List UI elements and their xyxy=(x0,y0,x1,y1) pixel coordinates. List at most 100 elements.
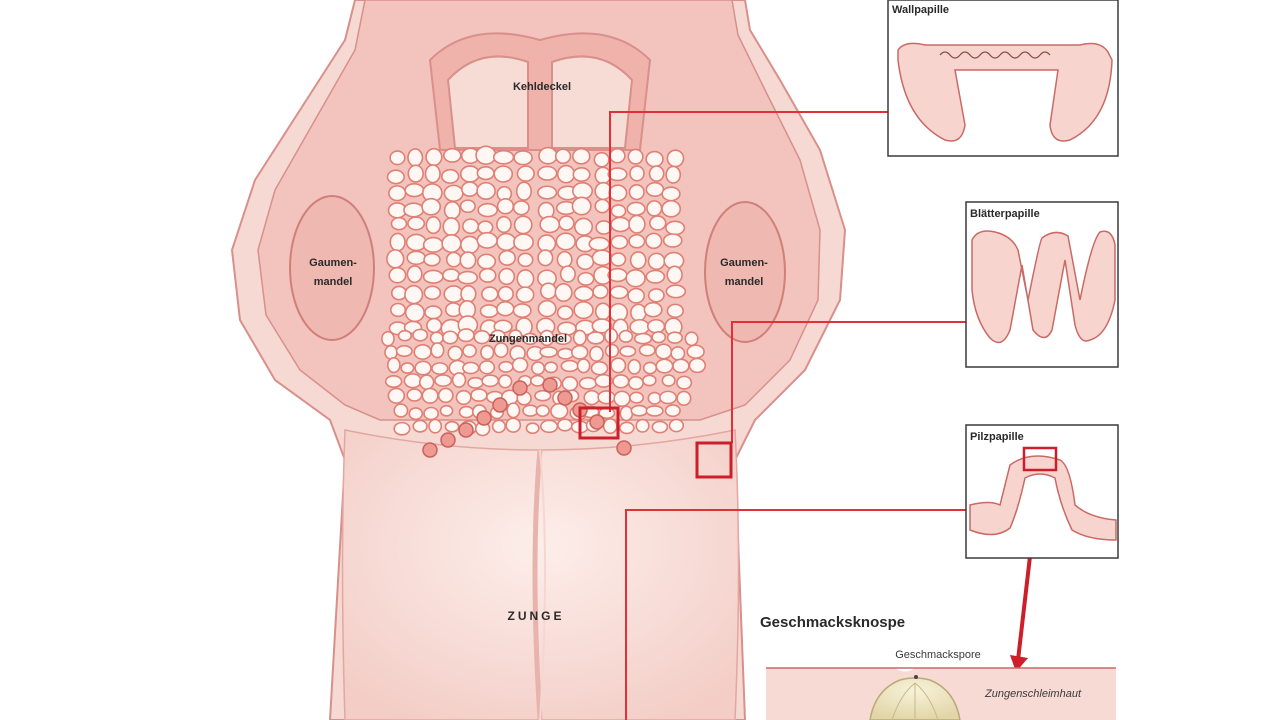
tonsil-cell xyxy=(389,232,406,252)
tonsil-cell xyxy=(437,387,454,404)
tonsil-cell xyxy=(609,285,629,300)
label-tonsil-right-line2: mandel xyxy=(725,276,764,288)
tonsil-cell xyxy=(459,199,476,214)
tonsil-cell xyxy=(572,329,587,346)
tonsil-cell xyxy=(555,232,577,251)
tonsil-cell xyxy=(628,184,645,201)
tonsil-cell xyxy=(664,404,681,418)
tonsil-cell xyxy=(594,198,611,214)
tonsil-cell xyxy=(612,374,630,389)
tonsil-cell xyxy=(470,388,488,402)
tonsil-cell xyxy=(627,375,644,391)
tonsil-cell xyxy=(628,214,646,234)
epiglottis xyxy=(428,32,652,151)
tonsil-cell xyxy=(534,389,552,402)
tonsil-cell xyxy=(457,270,478,285)
tonsil-cell xyxy=(604,327,619,344)
tonsil-cell xyxy=(645,181,665,197)
tonsil-cell xyxy=(384,345,398,360)
tonsil-cell xyxy=(400,362,415,374)
tonsil-cell xyxy=(655,358,674,374)
tonsil-cell xyxy=(439,404,454,417)
tonsil-cell xyxy=(647,288,665,303)
tonsil-cell xyxy=(423,285,442,301)
tonsil-cell xyxy=(389,150,406,166)
tonsil-cell xyxy=(610,234,629,250)
tonsil-cell xyxy=(537,185,558,200)
tonsil-cell xyxy=(589,345,604,362)
tonsil-cell xyxy=(496,215,512,234)
tonsil-cell xyxy=(630,303,647,322)
tonsil-cell xyxy=(651,420,669,434)
tonsil-cell xyxy=(610,357,627,374)
tonsil-cell xyxy=(661,199,682,218)
tonsil-cell xyxy=(646,200,663,217)
tonsil-cell xyxy=(388,266,407,284)
panel-fungiform xyxy=(965,424,1119,559)
tonsil-cell xyxy=(406,388,423,402)
tonsil-cell xyxy=(384,375,403,389)
tonsil-cell xyxy=(629,165,645,182)
tonsil-cell xyxy=(586,331,605,345)
tonsil-cell xyxy=(535,404,550,418)
label-tonsil-right-line1: Gaumen- xyxy=(720,257,768,269)
tonsil-cell xyxy=(556,305,574,320)
tonsil-cell xyxy=(577,271,595,286)
label-circumvallate: Wallpapille xyxy=(892,4,949,16)
tonsil-cell xyxy=(608,184,628,202)
tonsil-cell xyxy=(662,233,683,248)
label-tonsil-left-line1: Gaumen- xyxy=(309,257,357,269)
tonsil-cell xyxy=(571,196,592,216)
tonsil-cell xyxy=(670,346,686,361)
label-taste-bud: Geschmacksknospe xyxy=(760,614,905,631)
tonsil-cell xyxy=(393,403,409,418)
foliate-marker xyxy=(695,441,733,479)
tonsil-cell xyxy=(672,358,690,374)
tonsil-cell xyxy=(481,286,499,302)
tonsil-cell xyxy=(642,361,658,375)
tonsil-cell xyxy=(633,332,653,345)
tonsil-cell xyxy=(666,149,685,168)
tonsil-cell xyxy=(423,252,441,267)
tonsil-cell xyxy=(491,419,506,434)
tonsil-cell xyxy=(629,318,650,336)
tonsil-cell xyxy=(573,217,594,236)
circumvallate-papilla xyxy=(589,414,605,430)
tonsil-cell xyxy=(666,303,684,319)
tonsil-cell xyxy=(628,233,646,249)
tonsil-cell xyxy=(666,265,683,285)
tonsil-cell xyxy=(478,267,497,283)
tonsil-cell xyxy=(543,361,559,374)
tonsil-cell xyxy=(386,356,401,374)
circumvallate-papilla xyxy=(492,397,508,413)
tonsil-cell xyxy=(645,405,664,417)
tonsil-cell xyxy=(461,181,479,197)
tonsil-cell xyxy=(619,345,637,358)
tonsil-cell xyxy=(626,201,646,216)
tonsil-cell xyxy=(513,150,533,166)
tonsil-cell xyxy=(618,329,634,344)
tonsil-cell xyxy=(539,282,557,300)
tonsil-cell xyxy=(558,215,575,231)
tonsil-cell xyxy=(619,421,635,435)
tonsil-cell xyxy=(397,329,413,342)
tonsil-cell xyxy=(642,374,657,387)
tonsil-cell xyxy=(539,329,555,347)
tonsil-cell xyxy=(467,376,484,389)
tonsil-cell xyxy=(479,304,499,319)
tonsil-cell xyxy=(610,216,631,233)
label-epiglottis: Kehldeckel xyxy=(513,81,571,93)
tonsil-cell xyxy=(590,361,609,376)
tonsil-cell xyxy=(576,358,591,374)
label-lingual-tonsil: Zungenmandel xyxy=(489,333,567,345)
tonsil-cell xyxy=(407,216,426,231)
tonsil-cell xyxy=(560,359,579,373)
tonsil-cell xyxy=(619,405,634,422)
tonsil-cell xyxy=(408,407,424,421)
tonsil-cell xyxy=(676,375,693,390)
tonsil-cell xyxy=(442,268,460,283)
tonsil-cell xyxy=(428,418,443,434)
tonsil-cell xyxy=(684,331,699,347)
tonsil-cell xyxy=(496,197,515,215)
